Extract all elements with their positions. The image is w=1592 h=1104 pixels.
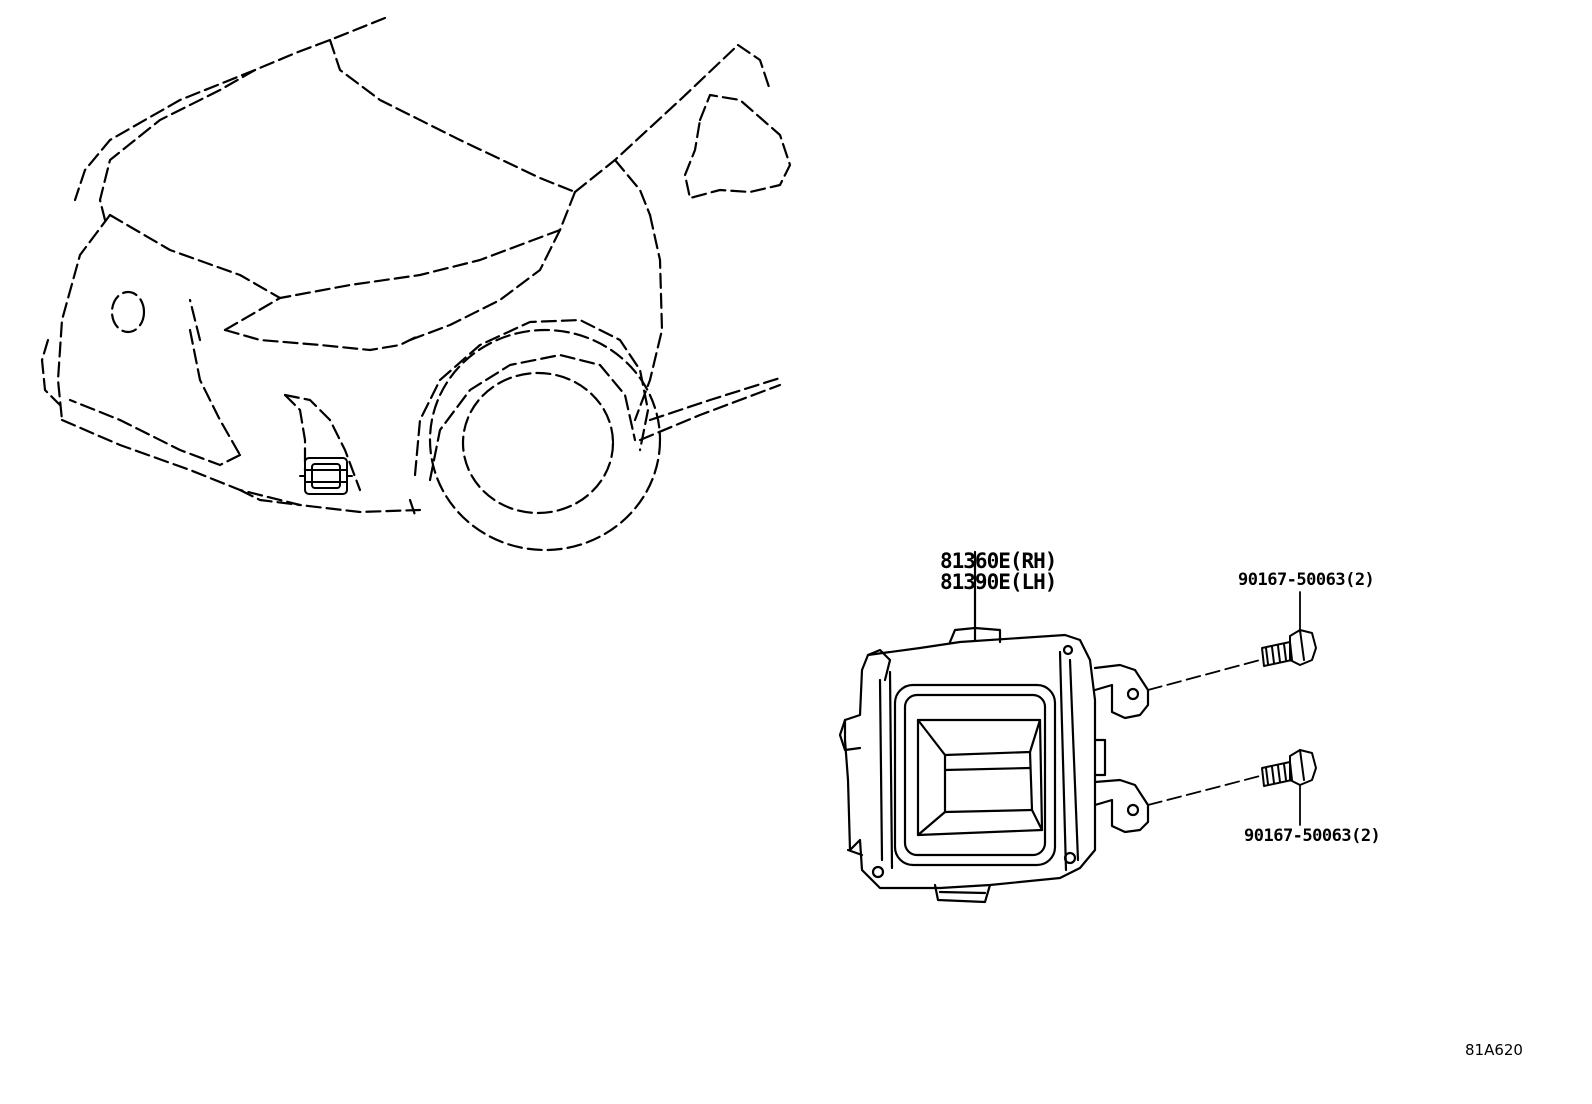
bolt-upper-drawing xyxy=(1261,629,1317,667)
front-wheel xyxy=(408,318,662,552)
illustration-code: 81A620 xyxy=(1465,1041,1523,1059)
part-label-rh: 81360E(RH) xyxy=(940,549,1057,573)
part-label-lh: 81390E(LH) xyxy=(940,570,1057,594)
bolt-guide-lines xyxy=(1147,659,1261,806)
fog-lamp-assembly xyxy=(838,550,1150,904)
bolt-label-lower: 90167-50063(2) xyxy=(1244,826,1381,846)
bolt-lower-drawing xyxy=(1261,749,1317,787)
fog-lamp-location-mark xyxy=(299,457,353,495)
bolt-label-upper: 90167-50063(2) xyxy=(1238,570,1375,590)
vehicle-front-outline xyxy=(40,16,792,514)
